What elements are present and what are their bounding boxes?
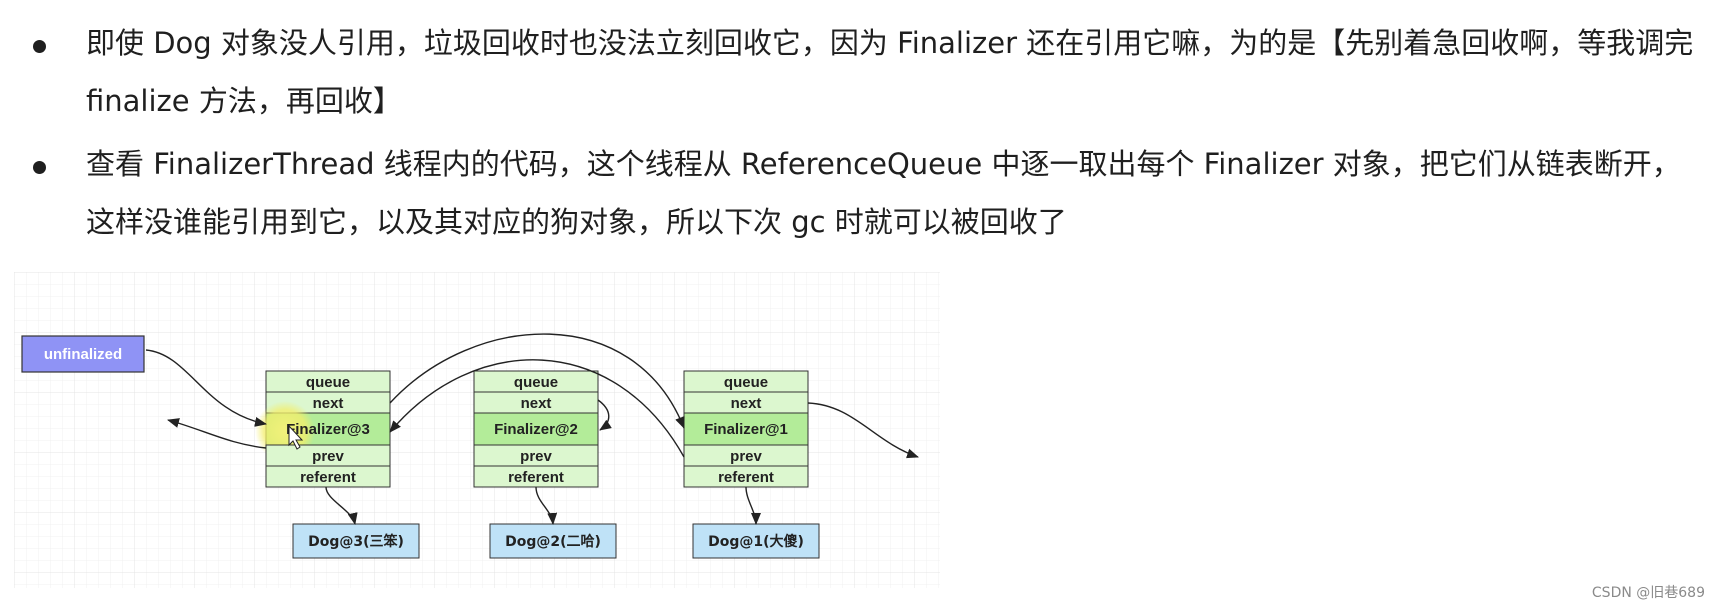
finalizer-name: Finalizer@1 xyxy=(704,421,788,438)
field-next: next xyxy=(731,395,762,412)
field-prev: prev xyxy=(730,448,762,465)
finalizer2-self-arrow xyxy=(597,399,612,431)
dog-box-3: Dog@3(三笨) xyxy=(292,523,420,559)
finalizer-name: Finalizer@3 xyxy=(286,421,370,438)
referent1-arrow xyxy=(745,486,761,525)
field-referent: referent xyxy=(300,469,356,486)
diagram-canvas: unfinalized queue next Finalizer@3 prev … xyxy=(14,272,940,588)
unfinalized-label: unfinalized xyxy=(44,346,122,363)
finalizer1-prev-arrow xyxy=(389,359,685,458)
mouse-cursor-icon xyxy=(288,424,304,450)
referent2-arrow xyxy=(535,486,558,525)
bullet-dot-icon xyxy=(33,161,46,174)
finalizer3-prev-arrow xyxy=(167,418,267,449)
finalizer3-next-arrow xyxy=(389,333,685,429)
finalizer-node-3: queue next Finalizer@3 prev referent xyxy=(255,370,391,488)
bullet-dot-icon xyxy=(33,40,46,53)
field-queue: queue xyxy=(514,374,558,391)
finalizer-node-1: queue next Finalizer@1 prev referent xyxy=(683,370,809,488)
watermark: CSDN @旧巷689 xyxy=(1591,585,1705,601)
dog-label: Dog@1(大傻) xyxy=(708,533,804,550)
field-prev: prev xyxy=(312,448,344,465)
finalizer-linked-list-diagram: unfinalized queue next Finalizer@3 prev … xyxy=(14,272,940,588)
dog-box-1: Dog@1(大傻) xyxy=(692,523,820,559)
head-to-finalizer3-arrow xyxy=(145,349,267,427)
field-prev: prev xyxy=(520,448,552,465)
bullet-text: 即使 Dog 对象没人引用，垃圾回收时也没法立刻回收它，因为 Finalizer… xyxy=(86,26,1694,118)
finalizer-node-2: queue next Finalizer@2 prev referent xyxy=(473,370,599,488)
field-queue: queue xyxy=(724,374,768,391)
referent3-arrow xyxy=(325,486,358,525)
finalizer1-next-arrow xyxy=(807,402,919,459)
field-next: next xyxy=(313,395,344,412)
dog-label: Dog@2(二哈) xyxy=(505,533,601,550)
field-referent: referent xyxy=(508,469,564,486)
field-referent: referent xyxy=(718,469,774,486)
unfinalized-head: unfinalized xyxy=(21,335,145,373)
dog-box-2: Dog@2(二哈) xyxy=(489,523,617,559)
field-queue: queue xyxy=(306,374,350,391)
reference-arrows xyxy=(145,333,919,525)
field-next: next xyxy=(521,395,552,412)
bullet-text: 查看 FinalizerThread 线程内的代码，这个线程从 Referenc… xyxy=(86,147,1681,239)
finalizer-name: Finalizer@2 xyxy=(494,421,578,438)
dog-label: Dog@3(三笨) xyxy=(308,533,404,550)
